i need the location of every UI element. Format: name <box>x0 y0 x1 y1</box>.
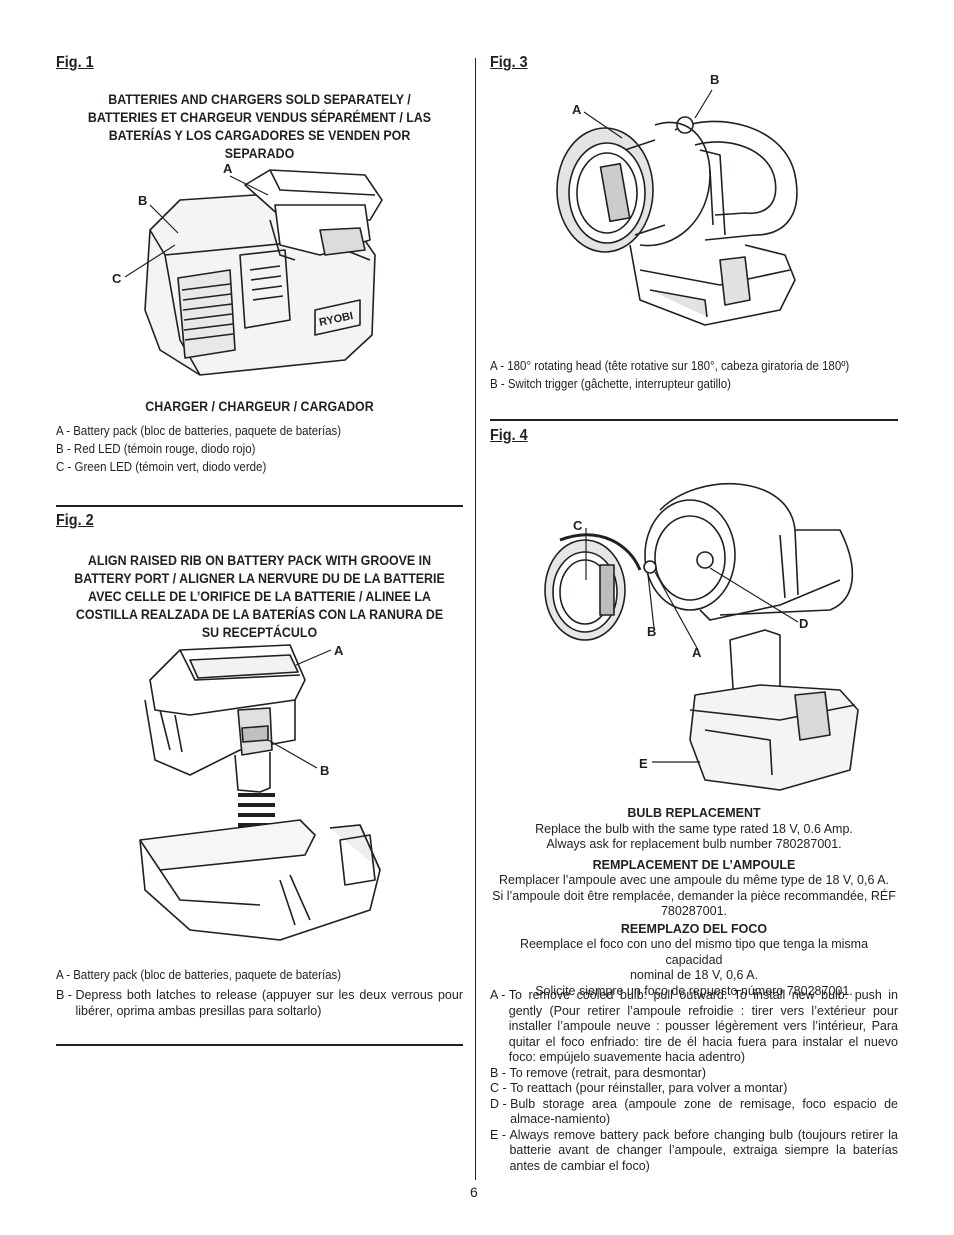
fig4-item-b-text: To remove (retrait, para desmontar) <box>509 1065 707 1080</box>
fig4-item-e-text: Always remove battery pack before changi… <box>509 1127 898 1173</box>
page-number: 6 <box>470 1184 478 1200</box>
fig3-item-b: B - Switch trigger (gâchette, interrupte… <box>490 377 731 391</box>
column-divider <box>475 58 476 1180</box>
fig4-item-b: B - To remove (retrait, para desmontar) <box>490 1066 898 1082</box>
bulb-es-title: REEMPLAZO DEL FOCO <box>620 921 768 936</box>
bulb-fr-line3: 780287001. <box>660 904 728 918</box>
fig4-item-d-text: Bulb storage area (ampoule zone de remis… <box>510 1096 898 1127</box>
fig4-item-b-key: B - <box>490 1065 510 1080</box>
charger-illustration: RYOBI <box>144 169 383 376</box>
bulb-es-line2: nominal de 18 V, 0,6 A. <box>629 968 759 982</box>
bulb-en-line1: Replace the bulb with the same type rate… <box>535 821 853 836</box>
fig2-item-b-key: B - <box>56 988 76 1002</box>
section-rule-bottom <box>56 1044 463 1046</box>
bulb-fr-line2: Si l’ampoule doit être remplacée, demand… <box>492 888 896 903</box>
fig4-item-d: D - Bulb storage area (ampoule zone de r… <box>490 1097 898 1128</box>
fig4-callout-e: E <box>639 756 648 771</box>
fig1-item-c: C - Green LED (témoin vert, diodo verde) <box>56 460 267 474</box>
fig3-callout-a: A <box>572 102 582 117</box>
fig4-callout-c: C <box>573 518 583 533</box>
fig2-item-b-text: Depress both latches to release (appuyer… <box>75 988 463 1018</box>
fig3-item-a: A - 180° rotating head (tête rotative su… <box>490 359 850 373</box>
fig4-item-e: E - Always remove battery pack before ch… <box>490 1128 898 1175</box>
fig1-item-b: B - Red LED (témoin rouge, diodo rojo) <box>56 442 256 456</box>
fig4-item-c-key: C - <box>490 1081 511 1095</box>
bulb-en-title: BULB REPLACEMENT <box>627 806 761 820</box>
fig3-callout-b: B <box>710 72 720 87</box>
fig1-callout-a: A <box>223 161 233 176</box>
fig2-heading: ALIGN RAISED RIB ON BATTERY PACK WITH GR… <box>74 553 445 640</box>
bulb-en-line2: Always ask for replacement bulb number 7… <box>546 837 842 851</box>
fig4-item-a-key: A - <box>490 988 509 1002</box>
fig2-label: Fig. 2 <box>56 512 94 529</box>
bulb-es-line3: Solicite siempre un foco de repuesto núm… <box>535 983 853 998</box>
fig2-item-a: A - Battery pack (bloc de batteries, paq… <box>56 966 341 984</box>
battery-insert-illustration <box>139 644 381 941</box>
fig4-callout-a: A <box>692 645 702 660</box>
section-rule <box>56 505 463 507</box>
flashlight-illustration <box>556 116 798 326</box>
fig1-label: Fig. 1 <box>56 54 94 71</box>
fig4-item-c-text: To reattach (pour réinstaller, para volv… <box>510 1081 788 1095</box>
section-rule-right <box>490 419 898 421</box>
fig4-label: Fig. 4 <box>490 427 528 444</box>
fig2-item-b: B - Depress both latches to release (app… <box>56 987 463 1019</box>
bulb-replacement-text: BULB REPLACEMENT Replace the bulb with t… <box>490 804 898 999</box>
fig2-callout-a: A <box>334 643 344 658</box>
fig4-item-e-key: E - <box>490 1127 510 1142</box>
bulb-fr-title: REMPLACEMENT DE L’AMPOULE <box>592 857 796 872</box>
fig1-callout-b: B <box>138 193 148 208</box>
fig4-items: A - To remove cooled bulb: pull outward.… <box>490 988 898 1174</box>
fig4-item-a: A - To remove cooled bulb: pull outward.… <box>490 988 898 1066</box>
fig3-label: Fig. 3 <box>490 54 528 71</box>
bulb-replacement-illustration <box>544 483 859 791</box>
fig4-callout-b: B <box>647 624 657 639</box>
fig4-item-d-key: D - <box>490 1096 511 1111</box>
fig1-callout-c: C <box>112 271 122 286</box>
bulb-fr-line1: Remplacer l’ampoule avec une ampoule du … <box>498 873 890 887</box>
fig2-item-a-text: Battery pack (bloc de batteries, paquete… <box>73 968 342 982</box>
fig2-callout-b: B <box>320 763 330 778</box>
fig2-item-a-key: A - <box>56 968 74 982</box>
fig4-callout-d: D <box>799 616 809 631</box>
fig4-item-a-text: To remove cooled bulb: pull outward. To … <box>508 988 898 1064</box>
fig1-caption-title: CHARGER / CHARGEUR / CARGADOR <box>145 399 374 414</box>
bulb-es-line1: Reemplace el foco con uno del mismo tipo… <box>519 937 869 967</box>
fig4-item-c: C - To reattach (pour réinstaller, para … <box>490 1081 898 1097</box>
fig1-heading: BATTERIES AND CHARGERS SOLD SEPARATELY /… <box>87 92 432 161</box>
fig1-item-a: A - Battery pack (bloc de batteries, paq… <box>56 424 342 438</box>
